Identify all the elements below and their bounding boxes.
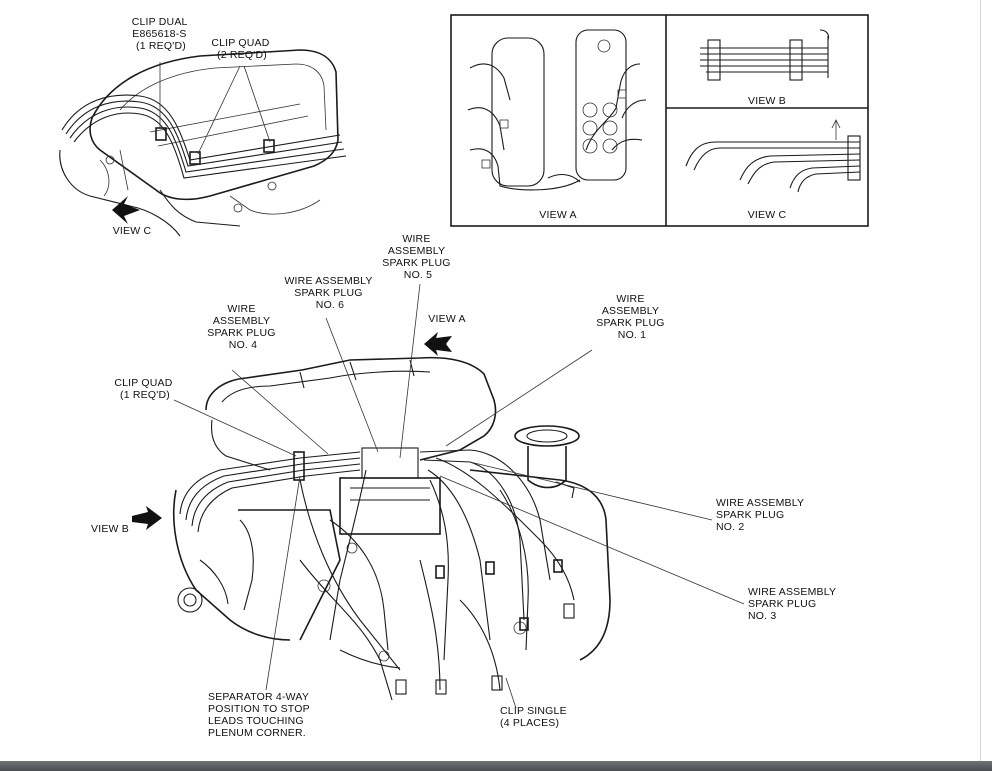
wire-5-label: WIRE ASSEMBLY SPARK PLUG NO. 5: [382, 233, 453, 281]
wire-6-label: WIRE ASSEMBLY SPARK PLUG NO. 6: [284, 275, 375, 311]
view-b-caption: VIEW B: [748, 95, 786, 107]
clip-dual-label: CLIP DUAL E865618-S (1 REQ'D): [132, 16, 191, 52]
view-a-drawing: [467, 29, 647, 191]
view-b-arrow-label: VIEW B: [91, 523, 129, 535]
views-inset-box: [450, 14, 869, 227]
top-left-inset: [59, 49, 347, 237]
view-c-arrow-label: VIEW C: [113, 225, 152, 237]
view-a-arrow-icon: [424, 332, 452, 356]
view-a-arrow-label: VIEW A: [428, 313, 465, 325]
main-engine-drawing: [132, 283, 745, 709]
page-edge-divider: [980, 0, 981, 761]
view-b-drawing: [700, 29, 830, 81]
clip-quad-main-label: CLIP QUAD (1 REQ'D): [114, 377, 175, 401]
view-c-arrow-icon: [112, 196, 140, 224]
wire-4-label: WIRE ASSEMBLY SPARK PLUG NO. 4: [207, 303, 278, 351]
separator-label: SEPARATOR 4-WAY POSITION TO STOP LEADS T…: [208, 691, 313, 739]
wire-3-label: WIRE ASSEMBLY SPARK PLUG NO. 3: [748, 586, 839, 622]
view-c-caption: VIEW C: [748, 209, 787, 221]
view-b-arrow-icon: [132, 506, 162, 530]
wire-1-label: WIRE ASSEMBLY SPARK PLUG NO. 1: [596, 293, 667, 341]
footer-bar: [0, 761, 992, 771]
clip-single-label: CLIP SINGLE (4 PLACES): [500, 705, 570, 729]
clip-quad-top-label: CLIP QUAD (2 REQ'D): [211, 37, 272, 61]
view-a-caption: VIEW A: [539, 209, 576, 221]
wire-2-label: WIRE ASSEMBLY SPARK PLUG NO. 2: [716, 497, 807, 533]
view-c-drawing: [685, 119, 861, 193]
